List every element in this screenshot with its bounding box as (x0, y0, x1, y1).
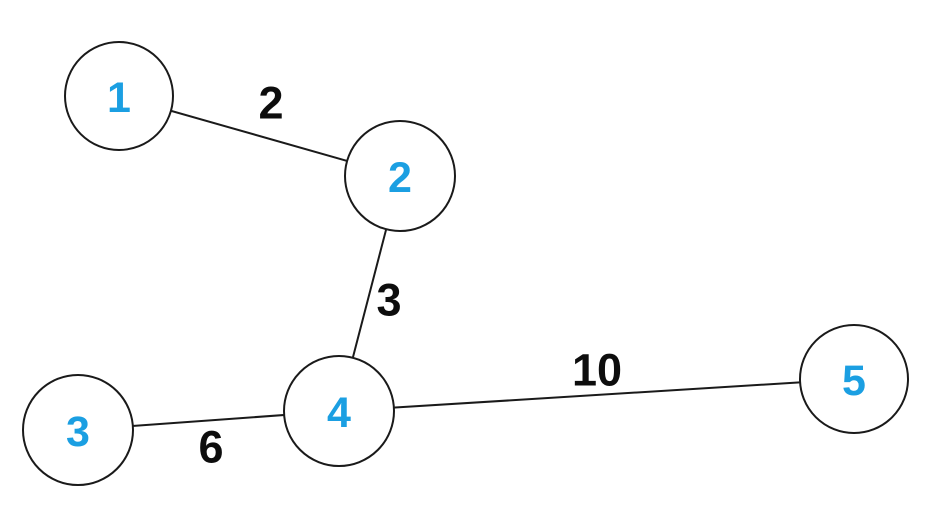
node-label-5: 5 (842, 357, 866, 405)
node-label-3: 3 (66, 408, 90, 456)
edge-weight-1-2: 2 (258, 78, 283, 129)
node-circle-4 (283, 355, 395, 467)
node-label-4: 4 (327, 389, 351, 437)
edge-weight-2-4: 3 (376, 275, 401, 326)
node-circle-5 (799, 324, 909, 434)
edge-weight-4-5: 10 (572, 345, 622, 396)
edge-4-5 (338, 378, 855, 412)
edge-weight-3-4: 6 (198, 422, 223, 473)
node-circle-2 (344, 120, 456, 232)
node-circle-1 (64, 41, 174, 151)
node-circle-3 (22, 374, 134, 486)
node-label-2: 2 (388, 154, 412, 202)
node-label-1: 1 (107, 74, 131, 122)
